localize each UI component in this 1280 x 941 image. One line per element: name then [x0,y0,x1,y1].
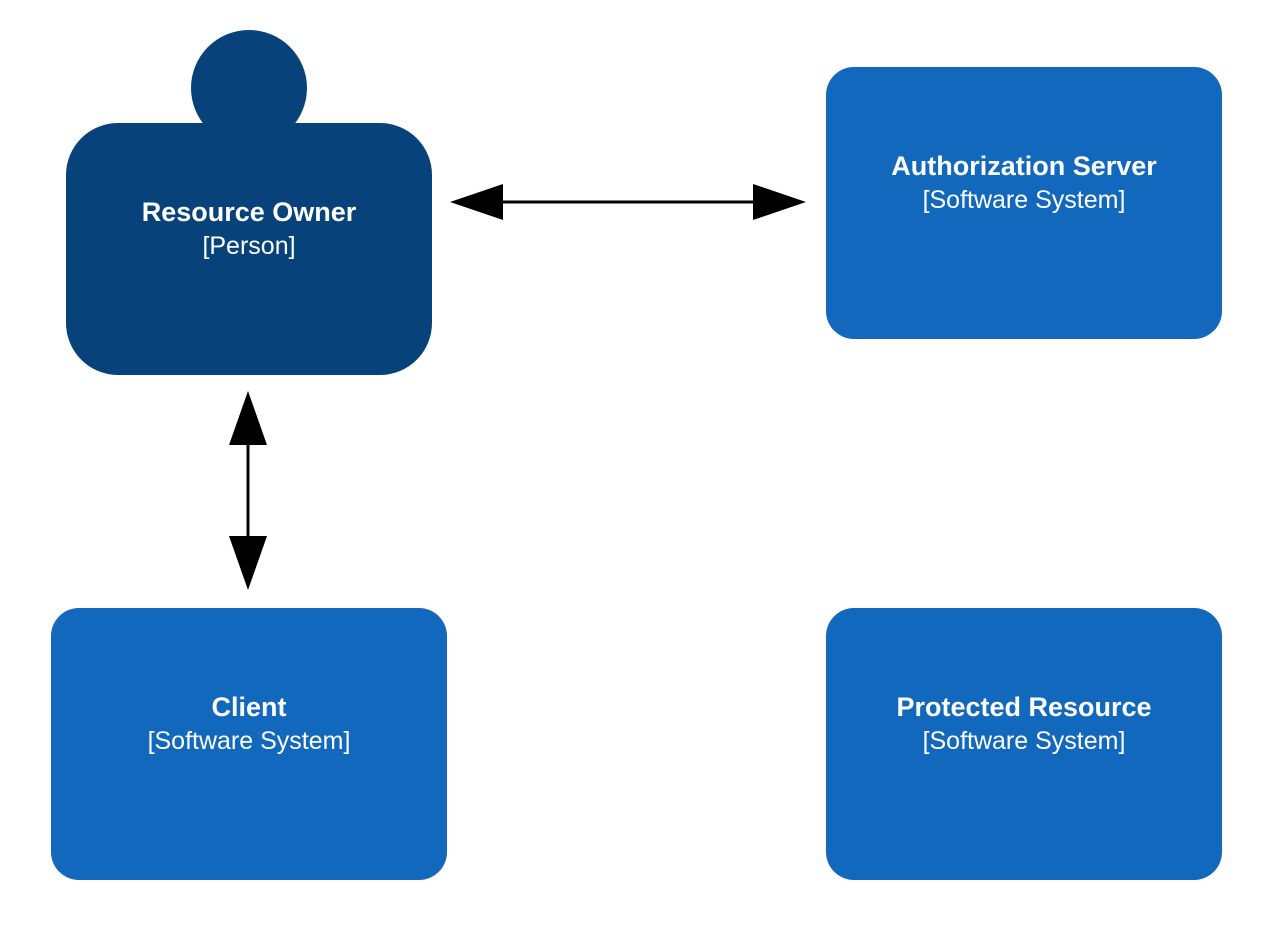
arrowhead-left [450,184,503,220]
node-title-client: Client [211,692,287,722]
system-client[interactable]: Client [Software System] [51,608,447,880]
node-kind-resource-owner: [Person] [202,232,296,260]
person-body-shape: Resource Owner [Person] [66,123,432,375]
edge-resource-owner-client[interactable] [229,391,267,590]
node-kind-protected-resource: [Software System] [922,727,1126,755]
node-title-protected-resource: Protected Resource [896,692,1152,722]
node-title-resource-owner: Resource Owner [141,197,357,227]
system-authorization-server[interactable]: Authorization Server [Software System] [826,67,1222,339]
arrowhead-down [229,536,267,590]
node-kind-client: [Software System] [147,727,351,755]
node-title-authorization-server: Authorization Server [891,151,1157,181]
edge-resource-owner-authorization-server[interactable] [450,184,806,220]
node-kind-authorization-server: [Software System] [922,186,1126,214]
arrowhead-right [753,184,806,220]
arrowhead-up [229,391,267,445]
system-protected-resource[interactable]: Protected Resource [Software System] [826,608,1222,880]
